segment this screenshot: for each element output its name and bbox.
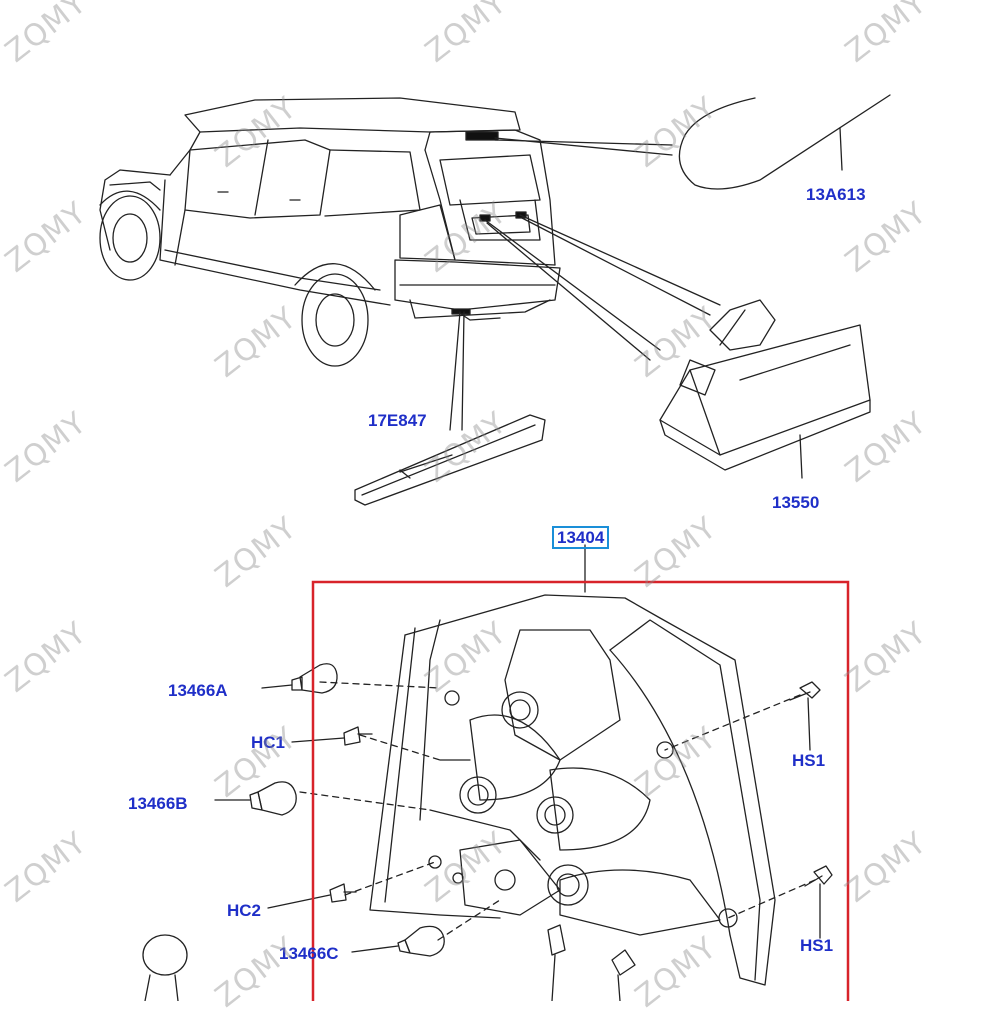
label-13550[interactable]: 13550	[772, 493, 820, 512]
label-leaders	[214, 469, 821, 1001]
bulb-13466a	[291, 663, 338, 694]
label-hc2[interactable]: HC2	[227, 901, 262, 920]
label-hs1-upper[interactable]: HS1	[792, 751, 826, 770]
label-13466b[interactable]: 13466B	[128, 794, 188, 813]
bulb-13466b	[249, 781, 297, 816]
label-13a613[interactable]: 13A613	[806, 185, 866, 204]
tail-lamp-illustration	[369, 594, 776, 986]
assembly-lines	[299, 681, 816, 941]
bulb-13466c	[397, 925, 445, 957]
vehicle-illustration	[99, 97, 561, 367]
reflector-part	[354, 414, 546, 506]
high-mount-lamp-part	[678, 94, 891, 190]
leader-lines	[449, 137, 721, 431]
label-13466c[interactable]: 13466C	[279, 944, 339, 963]
stud-hs1-lower	[804, 865, 833, 887]
licence-lamp-part	[659, 299, 871, 479]
screw-hc1	[343, 726, 373, 746]
screw-hc2	[329, 883, 357, 903]
stud-hs1-upper	[789, 681, 821, 701]
label-hc1[interactable]: HC1	[251, 733, 286, 752]
label-17e847[interactable]: 17E847	[368, 411, 427, 430]
label-13404[interactable]: 13404	[552, 526, 610, 549]
tail-lamp-highlight-box	[311, 580, 850, 1001]
label-hs1-lower[interactable]: HS1	[800, 936, 834, 955]
harness-connector	[142, 924, 636, 1001]
label-13466a[interactable]: 13466A	[168, 681, 228, 700]
